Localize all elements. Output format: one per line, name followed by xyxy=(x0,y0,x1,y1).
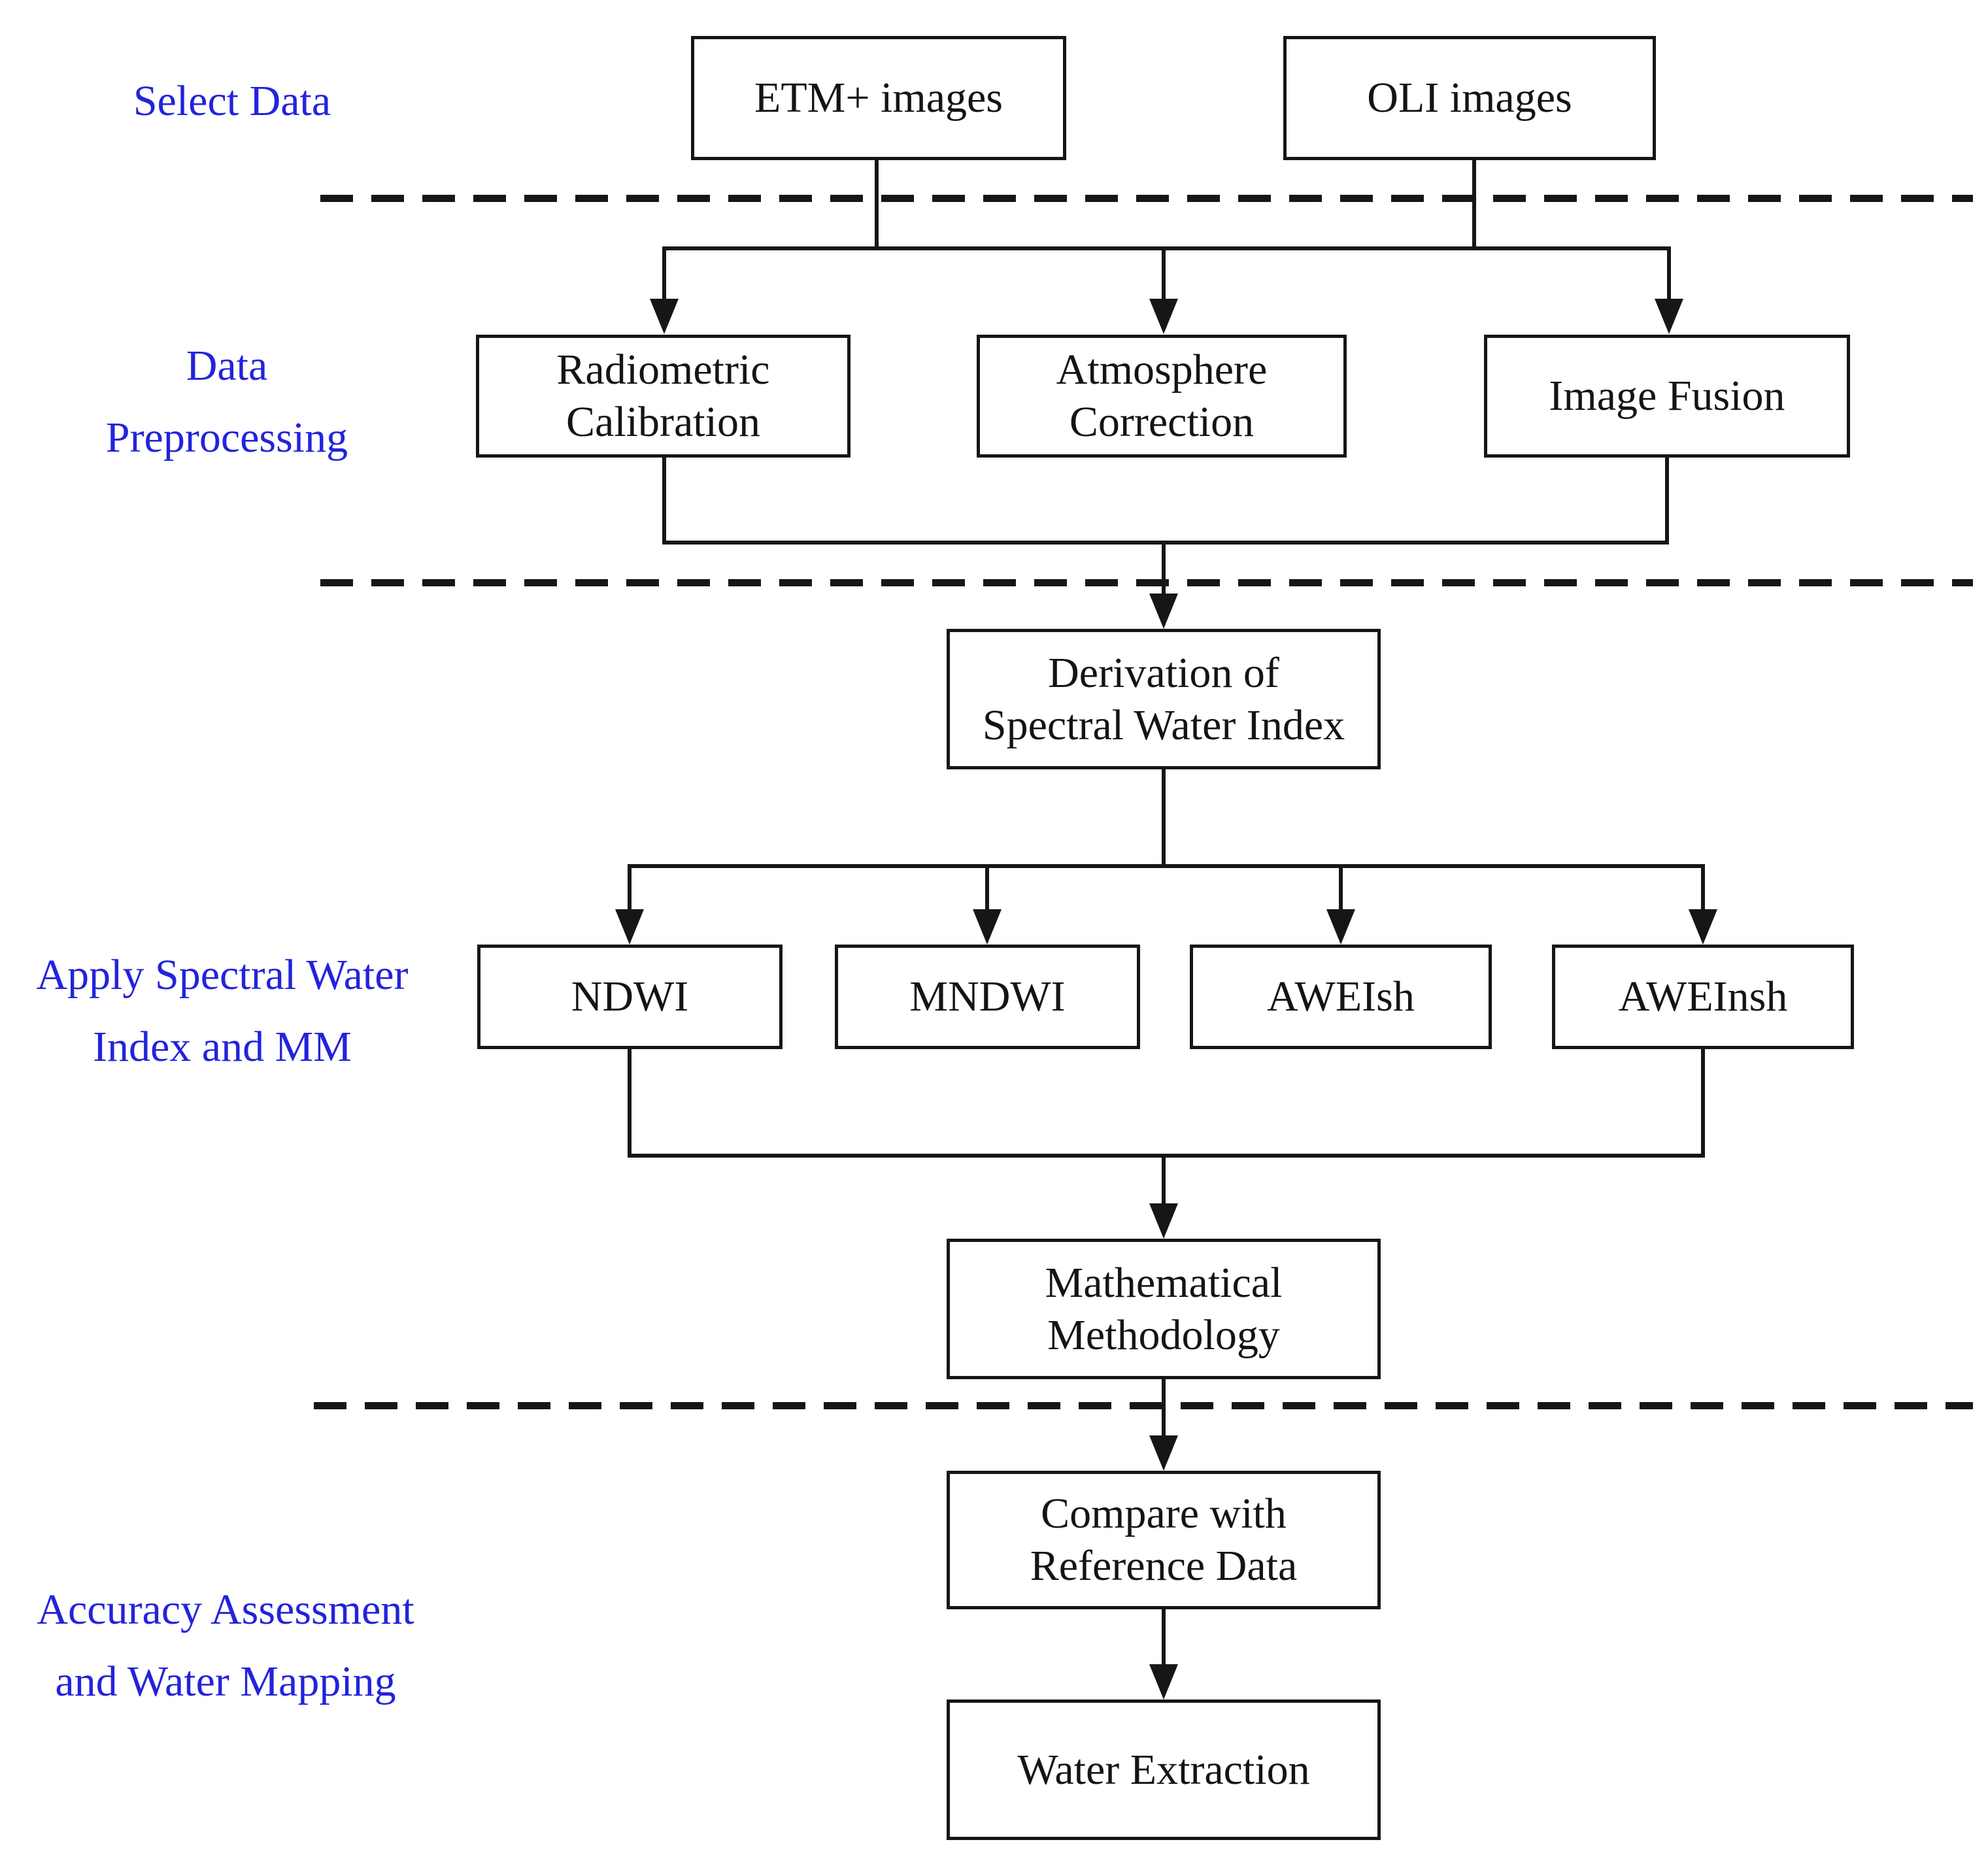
connector-stem-fusion xyxy=(1667,250,1671,299)
arrowhead-to-aweinsh xyxy=(1689,909,1717,945)
flow-box-radiometric-calibration-label: Radiometric Calibration xyxy=(556,346,770,446)
section-label-select-data: Select Data xyxy=(133,77,331,125)
flow-box-derivation-spectral-water-index: Derivation of Spectral Water Index xyxy=(947,629,1381,769)
connector-stem-aweinsh xyxy=(1701,868,1705,911)
connector-stem-aweish xyxy=(1339,868,1343,911)
connector-oli-down xyxy=(1472,160,1476,250)
connector-row3-bus xyxy=(628,864,1705,868)
flow-box-image-fusion: Image Fusion xyxy=(1484,335,1850,458)
arrowhead-to-fusion xyxy=(1655,299,1683,334)
flow-box-aweish-label: AWEIsh xyxy=(1267,973,1415,1020)
flow-box-etm-images: ETM+ images xyxy=(691,36,1066,160)
dashed-separator-2 xyxy=(320,579,1973,586)
connector-stem-radiometric xyxy=(662,250,666,299)
flow-box-radiometric-calibration: Radiometric Calibration xyxy=(476,335,851,458)
dashed-separator-3 xyxy=(314,1402,1973,1409)
arrowhead-to-water xyxy=(1149,1664,1178,1700)
flow-box-mndwi: MNDWI xyxy=(835,945,1140,1049)
arrowhead-to-atmosphere xyxy=(1149,299,1178,334)
flow-box-mathematical-methodology-label: Mathematical Methodology xyxy=(1045,1258,1283,1359)
arrowhead-to-mndwi xyxy=(973,909,1002,945)
section-label-accuracy-assessment: Accuracy Assessment and Water Mapping xyxy=(37,1586,414,1705)
connector-stem-atmosphere xyxy=(1162,250,1166,299)
connector-stem-compare xyxy=(1162,1379,1166,1437)
flow-box-derivation-label: Derivation of Spectral Water Index xyxy=(982,648,1345,749)
flow-box-atmosphere-correction: Atmosphere Correction xyxy=(977,335,1347,458)
flow-box-image-fusion-label: Image Fusion xyxy=(1549,372,1785,420)
arrowhead-to-compare xyxy=(1149,1435,1178,1471)
flow-box-aweinsh: AWEInsh xyxy=(1552,945,1854,1049)
connector-stem-ndwi xyxy=(628,868,632,911)
arrowhead-to-ndwi xyxy=(615,909,644,945)
flow-box-aweinsh-label: AWEInsh xyxy=(1618,973,1788,1020)
flow-box-ndwi-label: NDWI xyxy=(571,973,689,1020)
flow-box-aweish: AWEIsh xyxy=(1190,945,1492,1049)
connector-stem-mndwi xyxy=(985,868,989,911)
connector-derivation-down xyxy=(1162,769,1166,868)
connector-ndwi-down xyxy=(628,1049,632,1158)
section-label-apply-spectral-water-index: Apply Spectral Water Index and MM xyxy=(36,951,409,1071)
arrowhead-to-radiometric xyxy=(650,299,679,334)
flow-box-water-extraction: Water Extraction xyxy=(947,1700,1381,1840)
arrowhead-to-aweish xyxy=(1326,909,1355,945)
arrowhead-to-mathmet xyxy=(1149,1203,1178,1239)
flow-box-mndwi-label: MNDWI xyxy=(909,973,1066,1020)
arrowhead-to-derivation xyxy=(1149,594,1178,629)
flow-box-oli-images: OLI images xyxy=(1283,36,1656,160)
connector-stem-mathmet xyxy=(1162,1158,1166,1205)
flow-box-water-extraction-label: Water Extraction xyxy=(1017,1745,1310,1794)
connector-stem-water xyxy=(1162,1609,1166,1666)
dashed-separator-1 xyxy=(320,195,1973,202)
connector-aweinsh-down xyxy=(1701,1049,1705,1158)
connector-etm-down xyxy=(875,160,879,250)
section-label-data-preprocessing: Data Preprocessing xyxy=(105,342,348,461)
flow-box-oli-images-label: OLI images xyxy=(1367,74,1572,122)
connector-stem-derivation xyxy=(1162,544,1166,595)
flow-box-etm-images-label: ETM+ images xyxy=(754,74,1003,122)
connector-row4-bus xyxy=(628,1154,1705,1158)
connector-fusion-down xyxy=(1665,458,1669,544)
flow-box-compare-label: Compare with Reference Data xyxy=(1030,1490,1298,1590)
flow-box-compare-with-reference-data: Compare with Reference Data xyxy=(947,1471,1381,1609)
connector-row1-bus xyxy=(662,246,1671,250)
flow-box-mathematical-methodology: Mathematical Methodology xyxy=(947,1239,1381,1379)
flow-box-ndwi: NDWI xyxy=(477,945,783,1049)
connector-radiometric-down xyxy=(662,458,666,544)
connector-row2-bus xyxy=(662,541,1669,544)
flow-box-atmosphere-correction-label: Atmosphere Correction xyxy=(1056,346,1268,446)
